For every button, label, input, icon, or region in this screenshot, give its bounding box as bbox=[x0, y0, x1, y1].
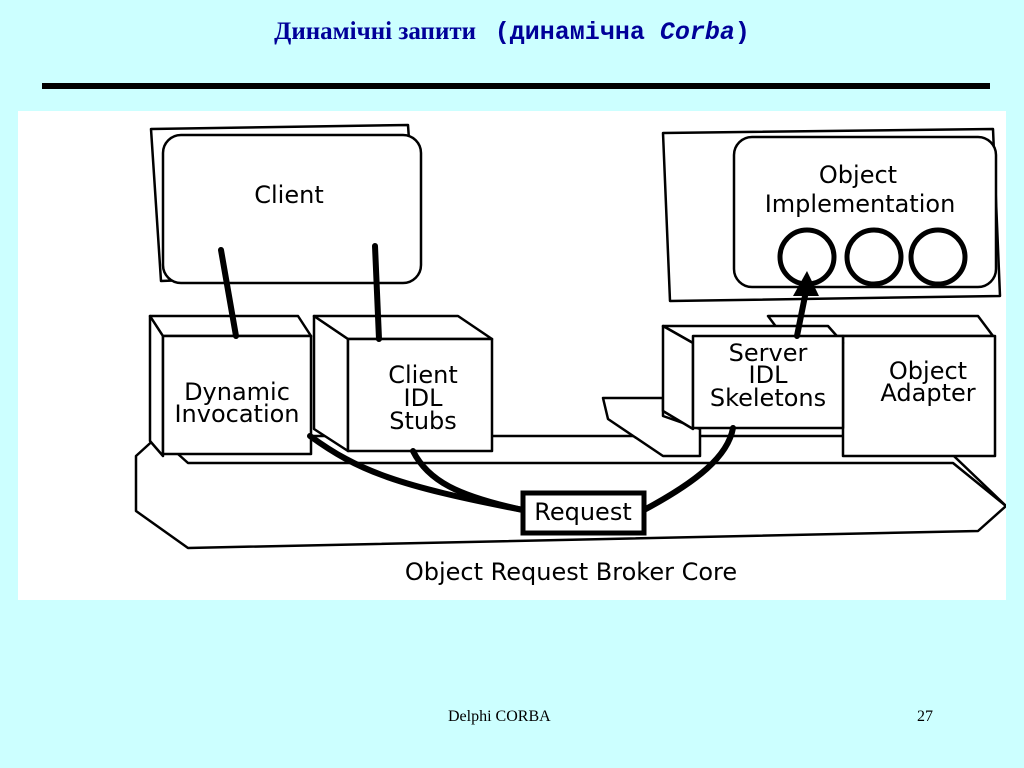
client-stubs-label-1: Client bbox=[388, 361, 457, 389]
client-to-dynamic-line bbox=[218, 247, 239, 339]
corba-diagram: Client Object Implementation Dynamic Inv… bbox=[18, 111, 1006, 600]
page-number: 27 bbox=[917, 708, 933, 725]
title-italic: Corba bbox=[659, 18, 735, 47]
arrow-head-icon bbox=[793, 271, 819, 296]
title-rule bbox=[42, 83, 990, 89]
client-box bbox=[161, 133, 423, 285]
request-label: Request bbox=[534, 498, 632, 526]
object-adapter-box bbox=[841, 334, 997, 458]
title-main: Динамічні запити bbox=[274, 18, 477, 45]
request-box bbox=[520, 490, 647, 536]
dynamic-invocation-side bbox=[148, 314, 165, 458]
server-skeletons-label-3: Skeletons bbox=[710, 384, 826, 412]
client-stubs-box bbox=[346, 337, 494, 453]
object-adapter-label-1: Object bbox=[889, 357, 967, 385]
client-stubs-label-3: Stubs bbox=[389, 407, 457, 435]
server-skeletons-label-1: Server bbox=[729, 339, 808, 367]
request-to-skeleton-line bbox=[641, 425, 736, 513]
server-skeletons-side bbox=[661, 324, 695, 431]
server-skeletons-box bbox=[691, 334, 845, 430]
slide-title: Динамічні запити (динамічна Corba) bbox=[0, 18, 1024, 47]
dynamic-invocation-label-1: Dynamic bbox=[184, 378, 290, 406]
title-paren-close: ) bbox=[734, 18, 750, 47]
client-stubs-top bbox=[312, 314, 494, 341]
object-impl-label-1: Object bbox=[819, 161, 897, 189]
dynamic-invocation-label-2: Invocation bbox=[174, 400, 299, 428]
client-label: Client bbox=[254, 181, 323, 209]
title-paren-open: (динамічна bbox=[494, 18, 660, 47]
servant-circle-3 bbox=[908, 227, 968, 287]
corba-diagram-svg: Client Object Implementation Dynamic Inv… bbox=[134, 123, 1006, 586]
servant-circle-2 bbox=[844, 227, 904, 287]
object-impl-label-2: Implementation bbox=[765, 190, 956, 218]
server-skeletons-label-2: IDL bbox=[749, 361, 789, 389]
stubs-to-request-line bbox=[410, 448, 526, 513]
footer-text: Delphi CORBA bbox=[448, 708, 551, 725]
client-stubs-label-2: IDL bbox=[404, 384, 444, 412]
object-adapter-label-2: Adapter bbox=[880, 379, 975, 407]
orb-core-label: Object Request Broker Core bbox=[405, 558, 737, 586]
client-to-stubs-line bbox=[372, 243, 382, 342]
